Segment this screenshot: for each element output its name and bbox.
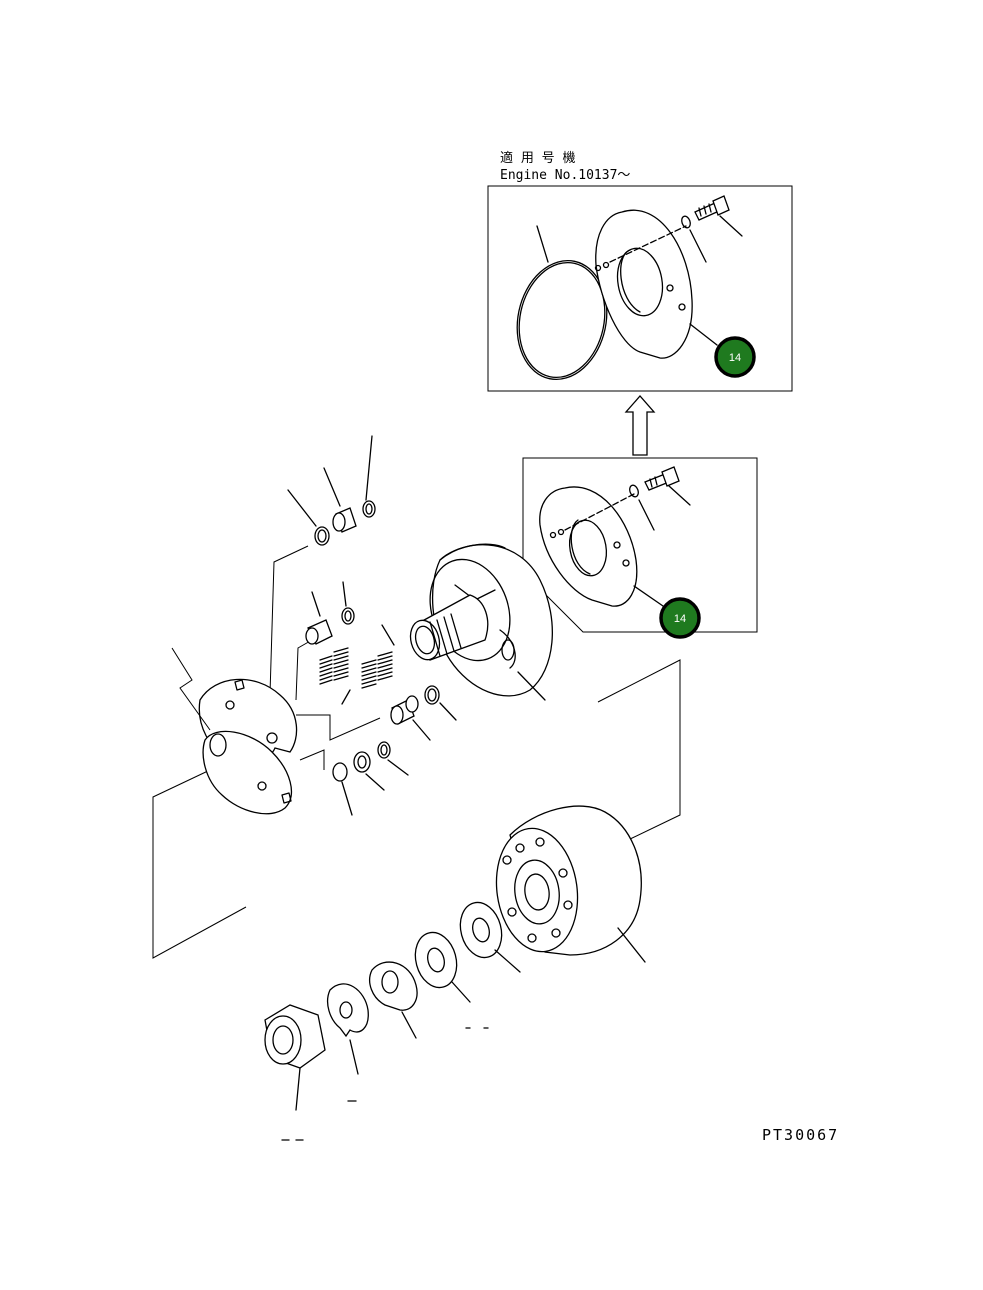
drum-housing bbox=[495, 805, 646, 963]
callout-14-new: 14 bbox=[714, 336, 756, 378]
roller-set-lower bbox=[332, 741, 409, 816]
callout-14-old: 14 bbox=[659, 597, 701, 639]
hex-nut bbox=[264, 1004, 326, 1111]
callout-label: 14 bbox=[674, 613, 686, 625]
detail-box-old bbox=[522, 457, 758, 633]
callout-label: 14 bbox=[729, 352, 741, 364]
detail-box-new bbox=[487, 185, 793, 392]
applicable-label: 適 用 号 機 bbox=[500, 150, 575, 166]
leader-fragments bbox=[281, 1027, 489, 1141]
split-collar bbox=[171, 647, 298, 815]
engine-number-label: Engine No.10137～ bbox=[500, 168, 630, 183]
roller-set-middle bbox=[390, 685, 457, 741]
bushing-set-upper bbox=[287, 435, 376, 546]
replacement-arrow bbox=[624, 395, 656, 456]
drawing-code: PT30067 bbox=[762, 1126, 839, 1144]
spring-set bbox=[305, 581, 395, 705]
spacer-stack bbox=[326, 901, 521, 1075]
drive-hub bbox=[409, 543, 553, 701]
